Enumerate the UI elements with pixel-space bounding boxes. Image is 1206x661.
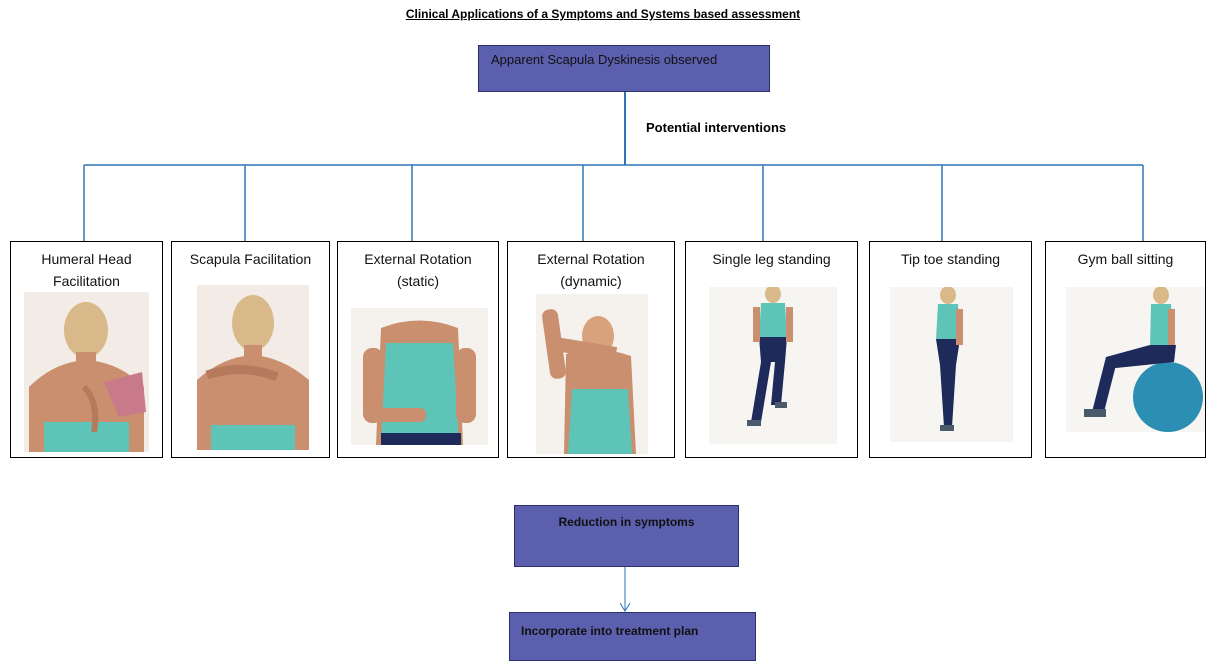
plan-box-label: Incorporate into treatment plan [521, 624, 699, 638]
external-rotation-static-photo [351, 308, 488, 445]
outcome-arrowhead [619, 602, 631, 612]
intervention-label: Scapula Facilitation [189, 251, 312, 267]
intervention-card-er-dynamic: External Rotation (dynamic) [507, 241, 675, 458]
intervention-label: Single leg standing [712, 251, 831, 267]
intervention-card-gym-ball: Gym ball sitting [1045, 241, 1206, 458]
intervention-card-scapula: Scapula Facilitation [171, 241, 330, 458]
top-box: Apparent Scapula Dyskinesis observed [478, 45, 770, 92]
intervention-card-tip-toe: Tip toe standing [869, 241, 1032, 458]
scapula-facilitation-photo [197, 285, 309, 450]
intervention-label: External Rotation (dynamic) [537, 251, 645, 289]
outcome-box: Reduction in symptoms [514, 505, 739, 567]
intervention-card-er-static: External Rotation (static) [337, 241, 499, 458]
plan-box: Incorporate into treatment plan [509, 612, 756, 661]
intervention-label: External Rotation (static) [364, 251, 472, 289]
outcome-box-label: Reduction in symptoms [558, 515, 695, 529]
tip-toe-standing-photo [890, 287, 1013, 442]
interventions-heading: Potential interventions [646, 120, 787, 135]
single-leg-standing-photo [709, 287, 837, 444]
intervention-label: Gym ball sitting [1077, 251, 1174, 267]
intervention-card-humeral-head: Humeral Head Facilitation [10, 241, 163, 458]
shoulder-facilitation-photo [24, 292, 149, 452]
gym-ball-sitting-photo [1066, 287, 1205, 432]
intervention-card-single-leg: Single leg standing [685, 241, 858, 458]
diagram-title: Clinical Applications of a Symptoms and … [405, 7, 801, 21]
top-box-label: Apparent Scapula Dyskinesis observed [491, 52, 718, 67]
external-rotation-dynamic-photo [536, 294, 648, 454]
intervention-label: Tip toe standing [900, 251, 1001, 267]
intervention-label: Humeral Head Facilitation [41, 251, 132, 289]
